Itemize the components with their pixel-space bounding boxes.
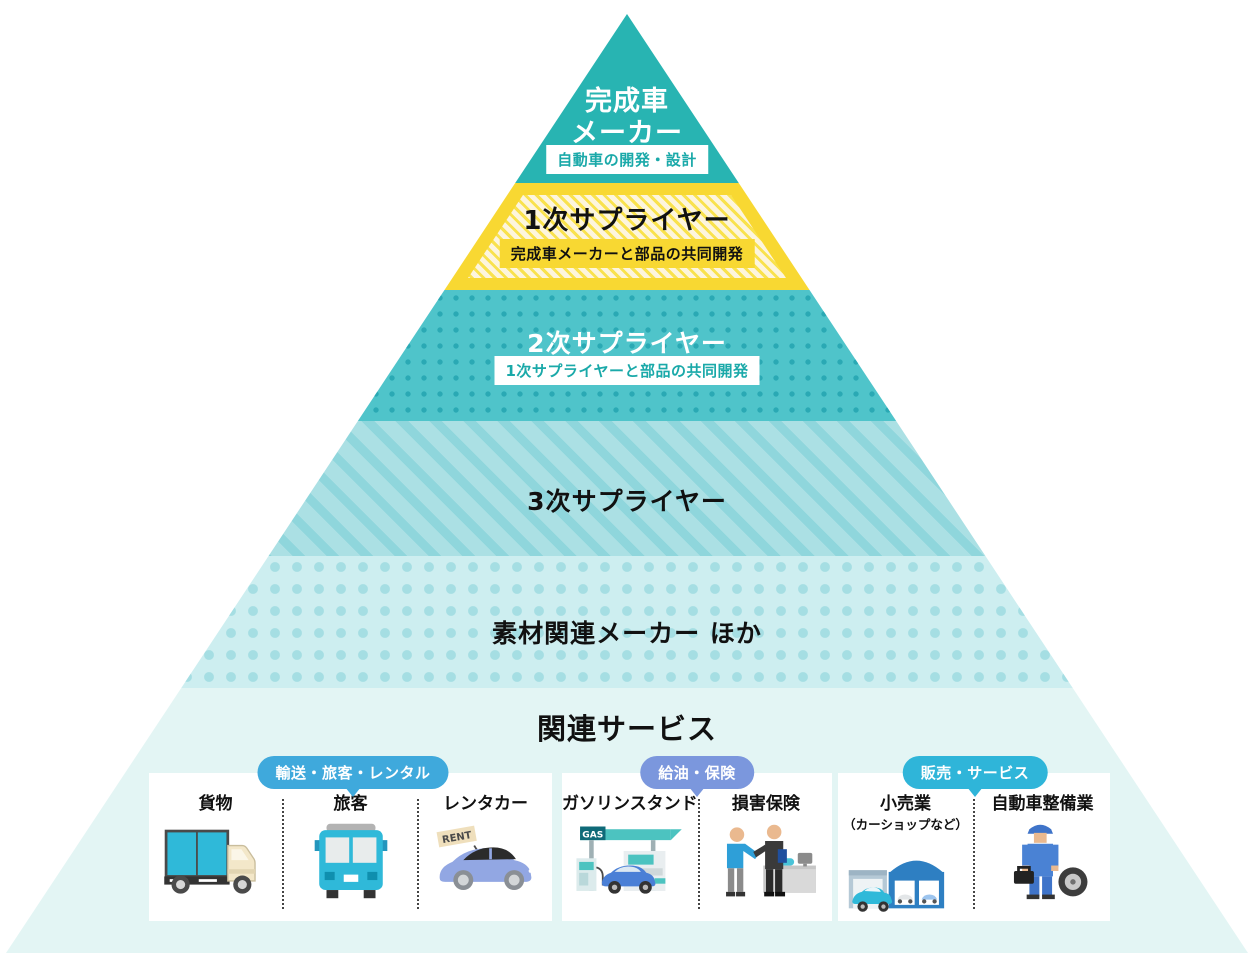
car-shop-icon <box>848 860 944 912</box>
maintenance-item: 自動車整備業 <box>975 773 1110 921</box>
retail-item: 小売業 （カーショップなど） <box>838 773 973 921</box>
level-tier3-title: 3次サプライヤー <box>527 487 727 516</box>
level-oem-title: 完成車 メーカー <box>6 86 1248 150</box>
transport-group-badge-label: 輸送・旅客・レンタル <box>257 756 449 789</box>
card-divider <box>973 799 975 909</box>
level-services-title: 関連サービス <box>536 712 717 746</box>
fuel-insurance-group-badge-pointer <box>688 787 705 797</box>
level-oem-title-line2: メーカー <box>571 118 683 149</box>
svg-text:GAS: GAS <box>582 830 603 840</box>
svg-text:RENT: RENT <box>441 830 472 846</box>
sales-service-group-badge-pointer <box>966 787 983 797</box>
level-materials-title: 素材関連メーカー ほか <box>492 619 762 648</box>
fuel-insurance-group-card: ガソリンスタンド GAS <box>562 773 832 921</box>
cargo-truck-icon <box>163 829 256 894</box>
insurance-label: 損害保険 <box>731 794 800 814</box>
rental-car-icon: RENT <box>436 825 537 891</box>
sales-service-group-badge: 販売・サービス <box>902 756 1048 797</box>
card-divider <box>282 799 284 909</box>
fuel-insurance-group-badge-label: 給油・保険 <box>640 756 754 789</box>
level-oem-title-line1: 完成車 <box>585 86 669 117</box>
passenger-label: 旅客 <box>333 794 368 814</box>
level-tier1-title: 1次サプライヤー <box>523 206 731 236</box>
rental-car-item: レンタカー RENT <box>419 773 552 921</box>
passenger-item: 旅客 <box>284 773 417 921</box>
rental-car-label: レンタカー <box>443 794 528 814</box>
insurance-item: 損害保険 <box>700 773 832 921</box>
sales-service-group-card: 小売業 （カーショップなど） <box>838 773 1110 921</box>
gas-station-item: ガソリンスタンド GAS <box>562 773 698 921</box>
gas-station-label: ガソリンスタンド <box>562 794 698 814</box>
retail-sublabel: （カーショップなど） <box>843 817 968 832</box>
fuel-insurance-group-badge: 給油・保険 <box>640 756 754 797</box>
bus-icon <box>314 823 387 899</box>
level-tier2-badge: 1次サプライヤーと部品の共同開発 <box>494 356 760 385</box>
level-tier1-badge: 完成車メーカーと部品の共同開発 <box>499 239 755 268</box>
level-oem-badge: 自動車の開発・設計 <box>546 145 708 174</box>
transport-group-card: 貨物 旅客 <box>149 773 552 921</box>
cargo-item: 貨物 <box>149 773 282 921</box>
card-divider <box>697 799 700 909</box>
retail-label: 小売業 <box>880 794 931 814</box>
transport-group-badge-pointer <box>344 787 361 797</box>
mechanic-icon <box>1013 824 1087 900</box>
level-tier2-title: 2次サプライヤー <box>527 329 727 358</box>
transport-group-badge: 輸送・旅客・レンタル <box>257 756 449 797</box>
maintenance-label: 自動車整備業 <box>991 794 1094 814</box>
cargo-label: 貨物 <box>198 794 233 814</box>
sales-service-group-badge-label: 販売・サービス <box>902 756 1048 789</box>
insurance-handshake-icon <box>725 824 816 897</box>
gas-station-icon: GAS <box>576 826 682 894</box>
card-divider <box>417 799 419 909</box>
